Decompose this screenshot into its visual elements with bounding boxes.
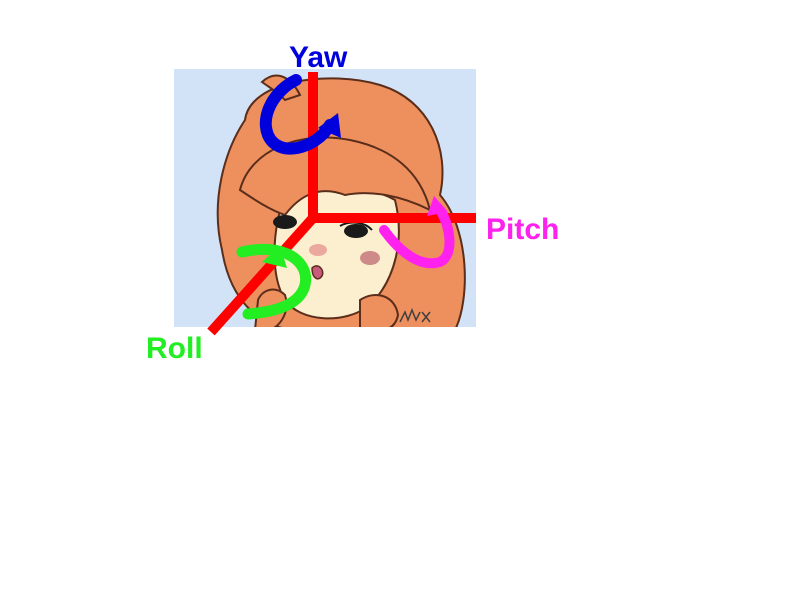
yaw-arrowhead [318,113,341,138]
face-illustration [174,69,476,327]
pitch-rotation-arrow [379,205,455,269]
roll-arrowhead [262,246,287,268]
blush-right [360,251,380,265]
signature-mark [399,307,431,323]
blush-left [309,244,327,256]
roll-axis-line [207,214,317,336]
eye-right [344,224,368,238]
yaw-rotation-arrow [259,74,336,155]
roll-rotation-arrow [236,243,312,320]
pitch-arrowhead [427,196,448,216]
mouth [311,265,324,280]
hair-lock-right [359,294,400,327]
pitch-label: Pitch [486,213,560,246]
roll-label: Roll [146,332,203,365]
eye-left [273,215,297,229]
yaw-label: Yaw [289,41,348,74]
